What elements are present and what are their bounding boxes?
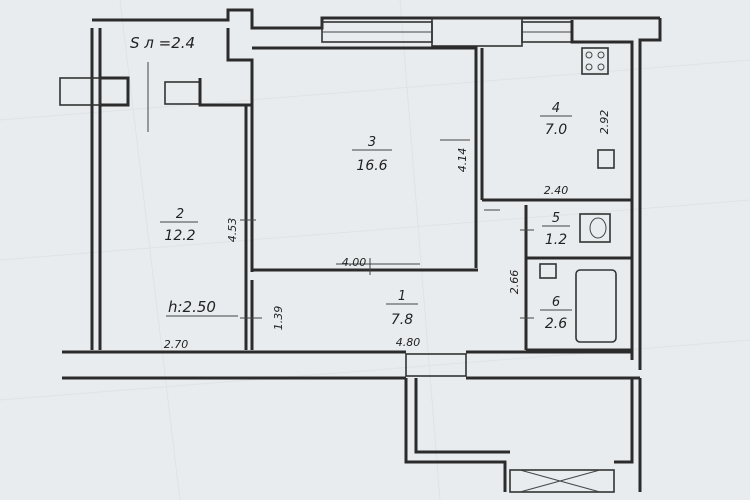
window-top-2 bbox=[431, 17, 523, 47]
dim-2-92: 2.92 bbox=[598, 110, 611, 135]
dimension-lines bbox=[147, 62, 534, 319]
washbasin-icon bbox=[539, 263, 557, 279]
dim-2-70: 2.70 bbox=[164, 338, 189, 351]
kitchen-sink-icon bbox=[597, 149, 615, 169]
room-4-area: 7.0 bbox=[545, 122, 567, 138]
room-1-number: 1 bbox=[398, 289, 406, 304]
entrance-door bbox=[405, 353, 467, 377]
toilet-icon bbox=[579, 213, 611, 243]
dim-2-66: 2.66 bbox=[508, 270, 521, 295]
balcony-area-label: S л =2.4 bbox=[130, 34, 195, 52]
room-3-number: 3 bbox=[368, 135, 376, 150]
room-6-area: 2.6 bbox=[545, 316, 567, 332]
room-1-area: 7.8 bbox=[391, 312, 413, 328]
room-5-number: 5 bbox=[552, 211, 560, 226]
room-2-area: 12.2 bbox=[164, 228, 195, 244]
room-3-area: 16.6 bbox=[356, 158, 387, 174]
dim-4-00: 4.00 bbox=[342, 256, 367, 269]
balcony-door-left bbox=[59, 77, 101, 106]
dim-2-40: 2.40 bbox=[544, 184, 569, 197]
stair-landing bbox=[509, 469, 615, 493]
room-6-number: 6 bbox=[552, 295, 560, 310]
room-5-area: 1.2 bbox=[545, 232, 567, 248]
dim-4-53: 4.53 bbox=[226, 218, 239, 243]
room-4-number: 4 bbox=[552, 101, 560, 116]
balcony-window bbox=[164, 81, 201, 105]
fixtures bbox=[539, 47, 617, 343]
dim-4-80: 4.80 bbox=[396, 336, 421, 349]
dim-4-14: 4.14 bbox=[456, 148, 469, 173]
ceiling-height-label: h:2.50 bbox=[168, 298, 216, 316]
room-2-number: 2 bbox=[176, 207, 184, 222]
stove-icon bbox=[581, 47, 609, 75]
bathtub-icon bbox=[575, 269, 617, 343]
outer-walls bbox=[59, 8, 662, 493]
dim-1-39: 1.39 bbox=[272, 306, 285, 331]
